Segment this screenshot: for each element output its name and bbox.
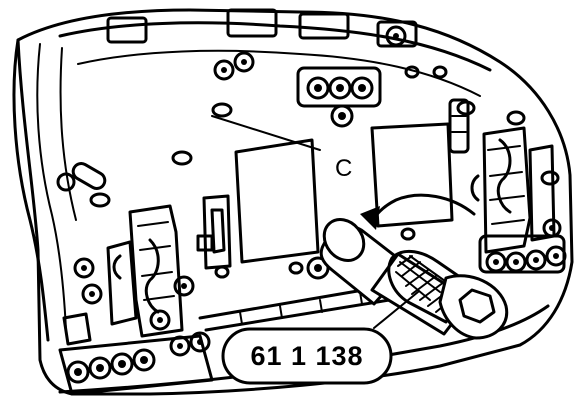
left-bezel	[12, 38, 50, 342]
detail-leader-line	[211, 115, 321, 151]
bottom-socket-row	[58, 256, 330, 396]
circuit-board-panel-right	[370, 122, 454, 228]
right-socket-row	[478, 218, 567, 274]
circuit-board-panel-left	[234, 138, 320, 264]
top-socket-row	[213, 25, 407, 128]
rotation-arrow	[370, 193, 476, 224]
slot-right-1	[448, 98, 470, 154]
top-rim	[58, 21, 492, 72]
top-tab-1	[106, 16, 148, 44]
bottom-rail-ticks	[239, 291, 363, 325]
top-rim-inner	[77, 49, 481, 97]
cluster-housing-outline	[16, 8, 574, 396]
tool-number-callout	[221, 327, 393, 385]
center-bracket	[196, 194, 232, 270]
left-bezel-inner-2	[59, 47, 77, 221]
top-tab-2	[226, 8, 278, 38]
slot-left-1	[71, 162, 107, 190]
rotation-arrow-head	[360, 206, 380, 230]
top-tab-3	[298, 12, 350, 40]
mounting-holes	[56, 65, 560, 279]
right-spring-clip	[470, 126, 556, 254]
left-spring-clip	[106, 204, 184, 338]
left-bezel-inner	[36, 43, 67, 331]
tool-callout-leader	[373, 291, 419, 329]
special-tool-wrench	[319, 218, 509, 340]
